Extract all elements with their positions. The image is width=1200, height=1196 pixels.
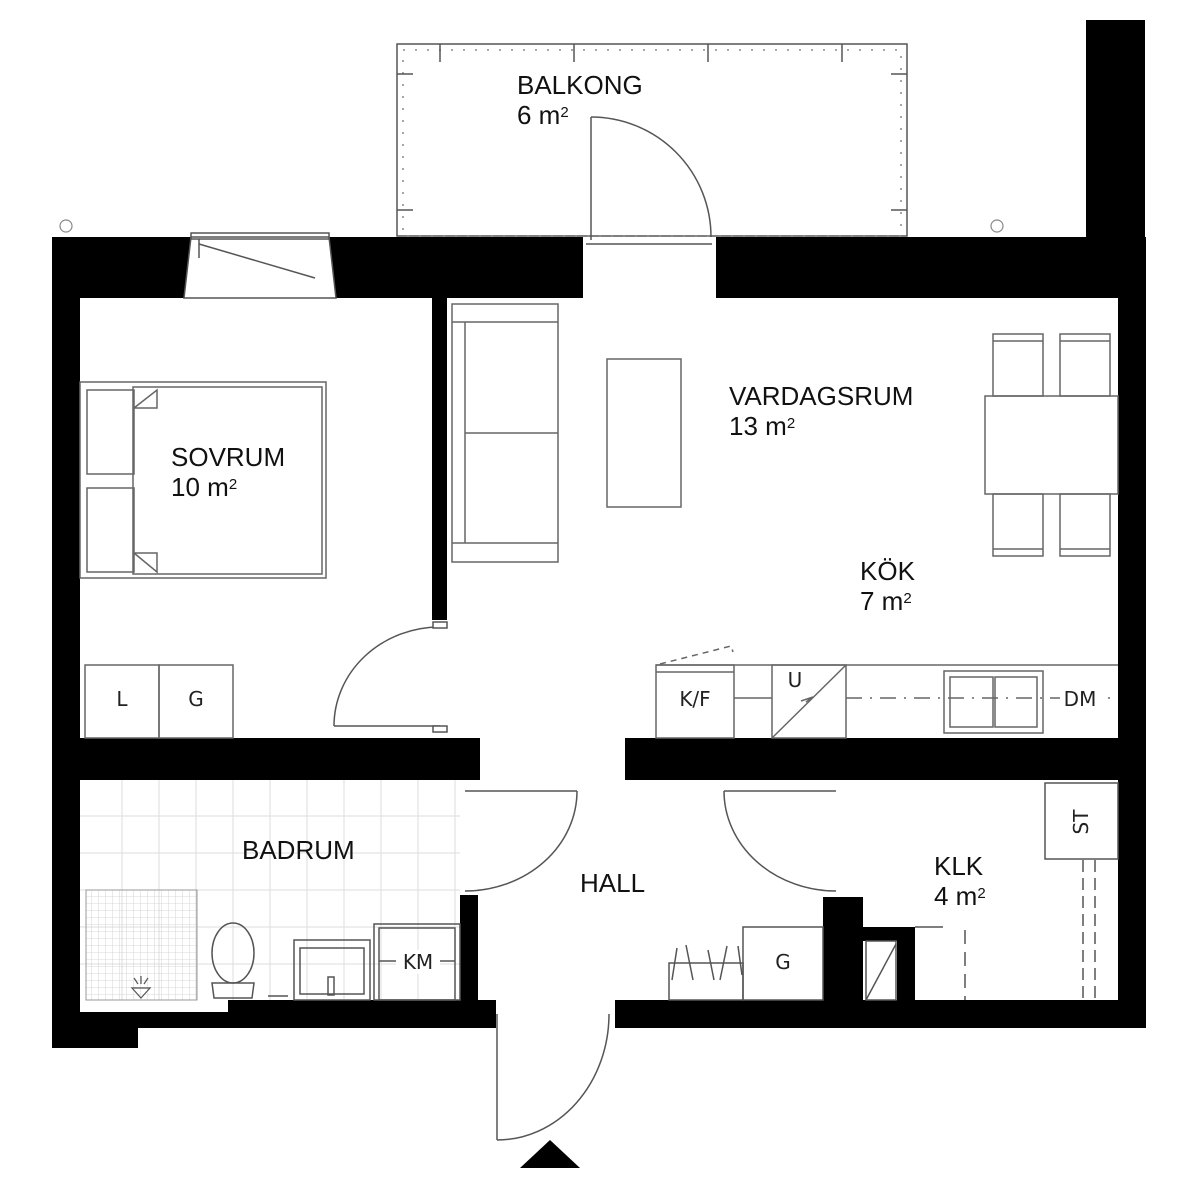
balcony	[396, 43, 908, 237]
floor-drain-icon	[130, 976, 152, 999]
room-label-klk: KLK 4 m2	[934, 851, 986, 911]
marker-circle	[59, 219, 73, 233]
fridge-freezer-label: K/F	[679, 687, 711, 711]
bedroom-storage	[84, 664, 234, 739]
room-name: BADRUM	[242, 835, 355, 865]
room-area: 10 m2	[171, 472, 238, 502]
hall-storage	[668, 926, 824, 1001]
coffee-table	[606, 358, 682, 508]
toilet	[211, 922, 255, 999]
room-name: VARDAGSRUM	[729, 381, 914, 411]
room-area: 6 m2	[517, 100, 569, 130]
bedroom-window	[183, 232, 337, 299]
room-label-kok: KÖK 7 m2	[860, 556, 915, 616]
room-name: BALKONG	[517, 70, 643, 100]
balcony-door	[586, 116, 712, 245]
entrance-arrow-icon	[520, 1140, 580, 1168]
room-area: 4 m2	[934, 881, 986, 911]
dishwasher-label: DM	[1060, 687, 1100, 711]
entrance-door	[496, 1013, 610, 1141]
storage-label: ST	[1069, 809, 1093, 835]
bedroom-wardrobe-label: G	[188, 687, 204, 711]
washing-machine-label: KM	[396, 950, 440, 974]
closet-fixtures	[865, 782, 1119, 1001]
room-label-sovrum: SOVRUM 10 m2	[171, 442, 285, 502]
kitchen-counter	[655, 645, 1118, 739]
room-area: 13 m2	[729, 411, 796, 441]
room-label-balkong: BALKONG 6 m2	[517, 70, 643, 130]
room-label-vardagsrum: VARDAGSRUM 13 m2	[729, 381, 913, 441]
room-name: HALL	[580, 868, 646, 898]
room-name: KLK	[934, 851, 984, 881]
oven-label: U	[787, 668, 803, 692]
bathroom-door	[464, 790, 578, 892]
room-area: 7 m2	[860, 586, 912, 616]
bedroom-door	[333, 621, 448, 733]
closet-door	[723, 790, 837, 892]
hall-wardrobe-label: G	[775, 950, 791, 974]
dining-set	[984, 333, 1119, 557]
room-label-hall: HALL	[580, 868, 645, 898]
room-name: KÖK	[860, 556, 915, 586]
room-name: SOVRUM	[171, 442, 286, 472]
sofa	[451, 303, 559, 563]
sink	[268, 939, 371, 1001]
bed	[79, 381, 327, 579]
walls	[52, 237, 1146, 1048]
linen-closet-label: L	[116, 687, 128, 711]
room-label-badrum: BADRUM	[242, 835, 355, 865]
marker-circle	[990, 219, 1004, 233]
